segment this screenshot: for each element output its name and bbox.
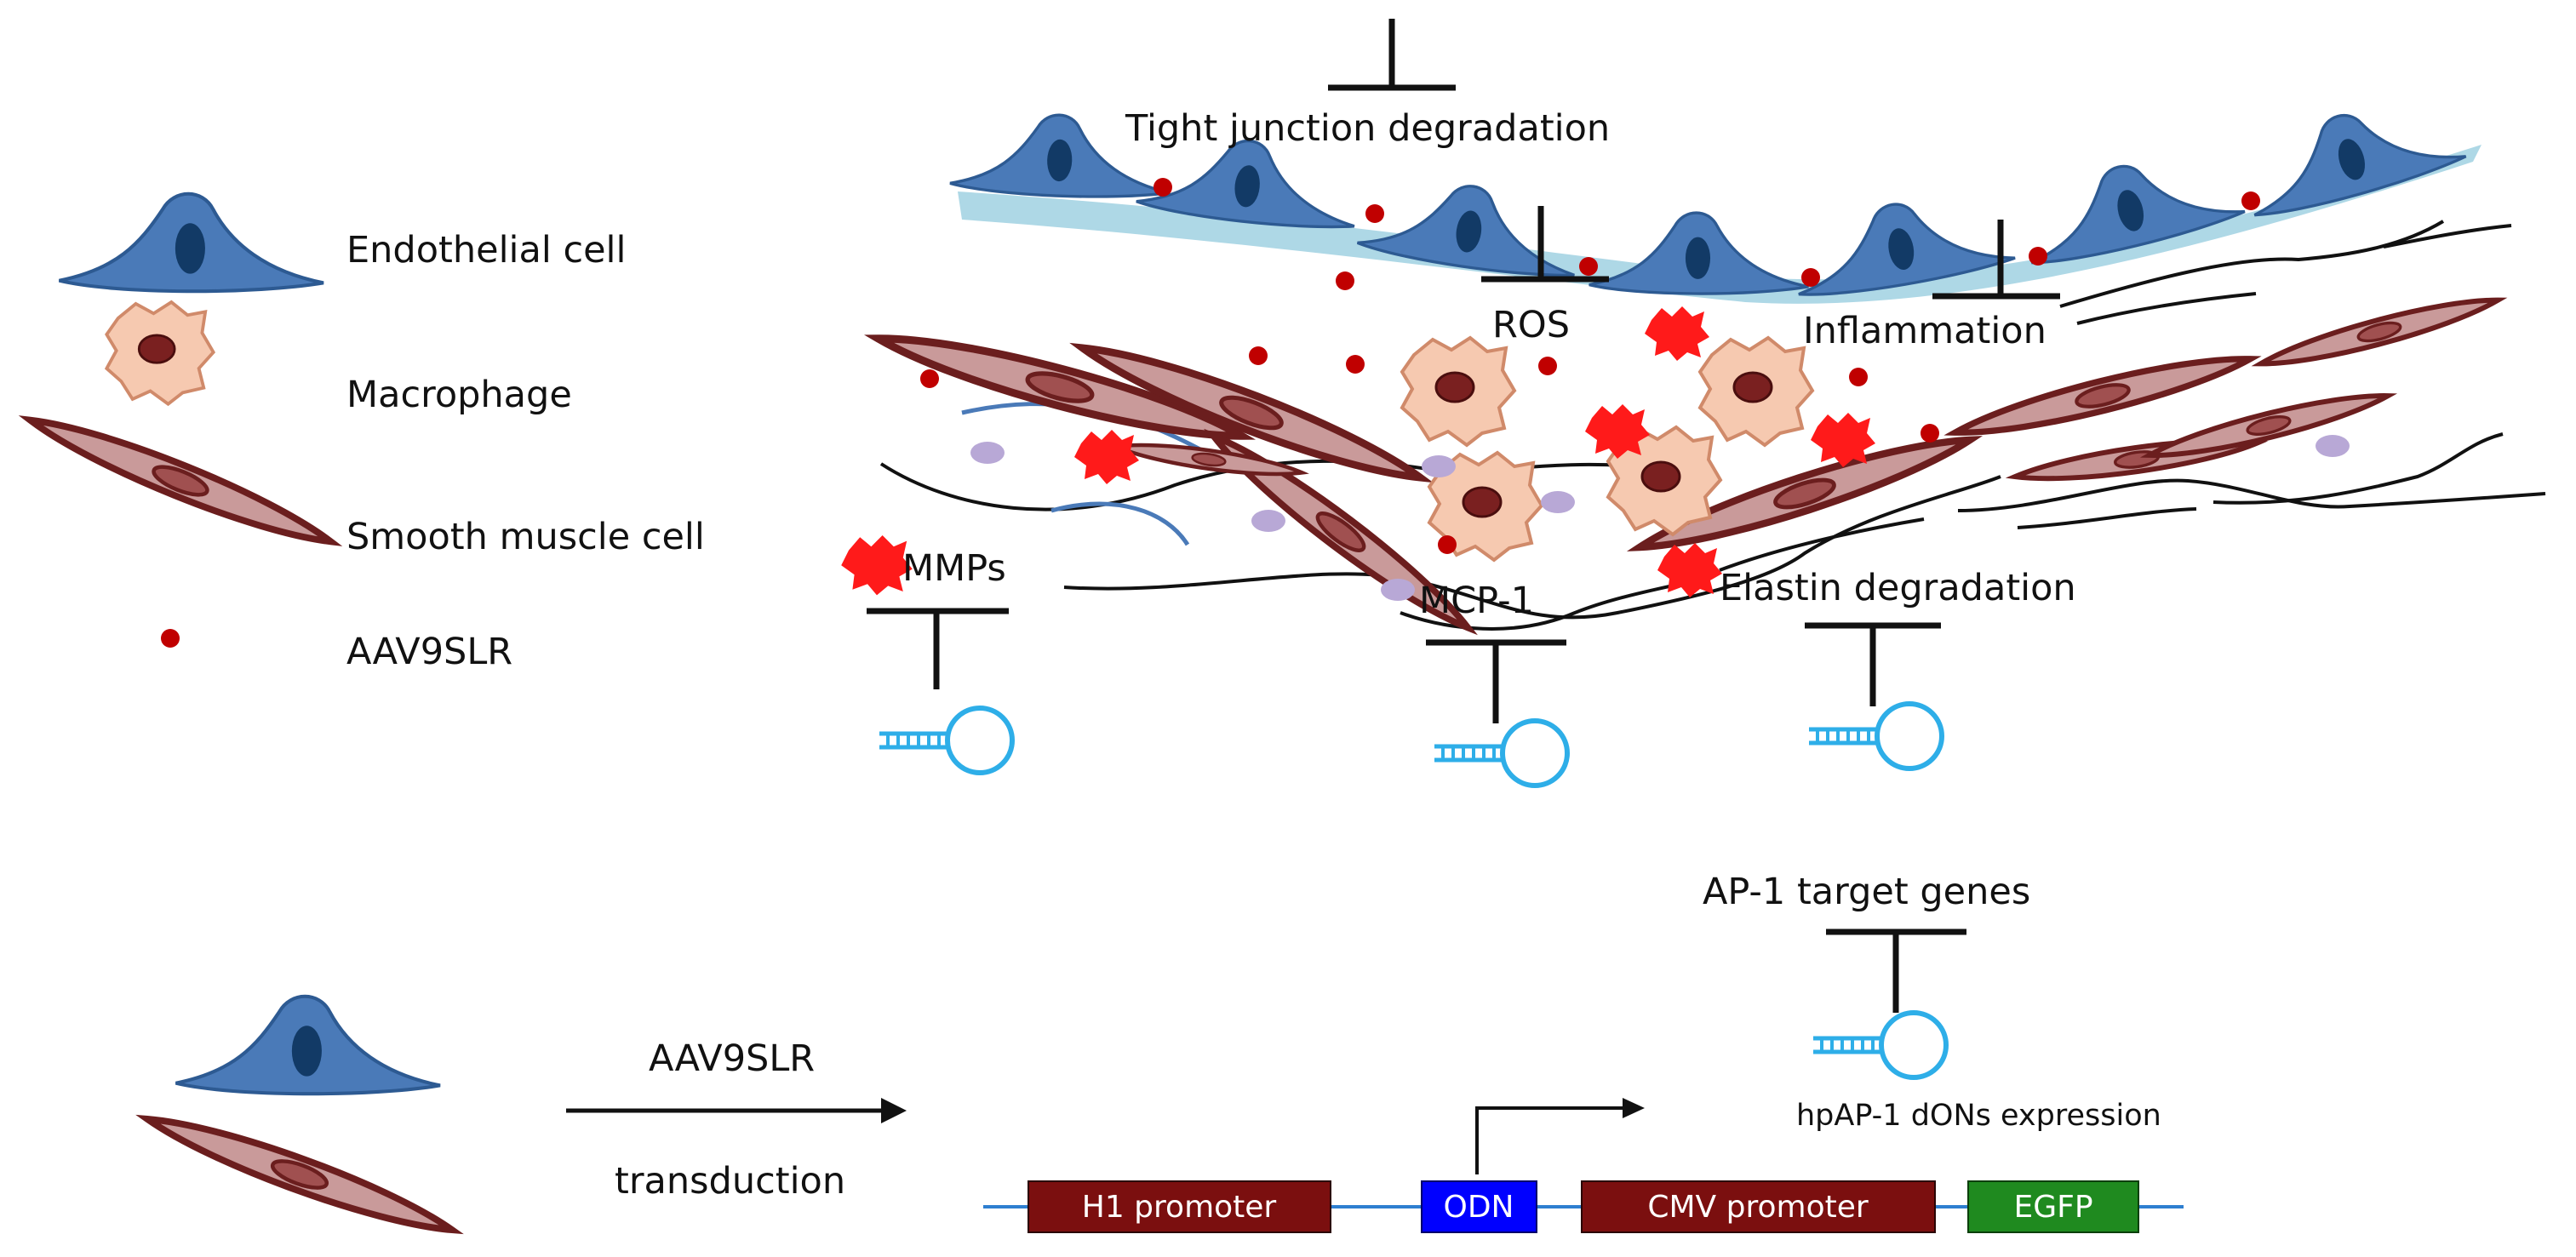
- transcription-start-arrow: [1475, 1106, 1626, 1174]
- legend-endothelial-label: Endothelial cell: [346, 229, 626, 271]
- hpap1-expression-label: hpAP-1 dONs expression: [1796, 1099, 2161, 1133]
- inflammation-label: Inflammation: [1803, 310, 2046, 352]
- odn-label: ODN: [1444, 1190, 1514, 1225]
- vessel-wall: [947, 83, 2482, 305]
- transduction-section: AAV9SLR transduction: [142, 997, 907, 1245]
- mcp1-label: MCP-1: [1419, 580, 1534, 622]
- legend-smooth-muscle-label: Smooth muscle cell: [346, 516, 705, 558]
- egfp-box: [1967, 1180, 2139, 1233]
- ros-label: ROS: [1492, 304, 1570, 346]
- cmv-promoter-label: CMV promoter: [1647, 1190, 1869, 1225]
- ap1-target-genes-label: AP-1 target genes: [1703, 871, 2030, 913]
- aav-particles: [920, 178, 2260, 554]
- legend: Endothelial cell Macrophage Smooth muscl…: [25, 194, 705, 673]
- tight-junction-label: Tight junction degradation: [1125, 107, 1610, 150]
- endothelial-cell: [1354, 169, 1587, 284]
- elastin-degradation-label: Elastin degradation: [1720, 567, 2076, 609]
- smooth-muscle-cell-icon: [25, 406, 337, 557]
- legend-aav-label: AAV9SLR: [346, 631, 512, 673]
- transcription-arrowhead: [1623, 1098, 1645, 1118]
- inhibition-markers: [867, 19, 2060, 1013]
- h1-promoter-box: [1028, 1180, 1331, 1233]
- endothelial-cell: [2233, 83, 2470, 226]
- hairpin-icon: [1813, 1013, 1946, 1077]
- h1-promoter-label: H1 promoter: [1082, 1190, 1277, 1225]
- hairpin-icon: [1434, 721, 1567, 786]
- hairpin-icon: [879, 708, 1012, 773]
- egfp-label: EGFP: [2013, 1190, 2092, 1225]
- cmv-promoter-box: [1581, 1180, 1936, 1233]
- legend-macrophage-label: Macrophage: [346, 374, 572, 416]
- smooth-muscle-cell-icon: [142, 1105, 457, 1245]
- endothelial-basement-layer: [958, 145, 2482, 304]
- aav-particle-icon: [161, 629, 180, 648]
- endothelial-cell-icon: [60, 194, 324, 291]
- transduction-arrowhead: [881, 1098, 907, 1123]
- odn-box: [1421, 1180, 1537, 1233]
- mcp1-particles: [970, 435, 2350, 601]
- endothelial-cell-icon: [176, 997, 441, 1094]
- macrophage-icon: [105, 300, 215, 406]
- mmps-label: MMPs: [902, 547, 1006, 590]
- aav9slr-arrow-label: AAV9SLR: [649, 1037, 815, 1080]
- transduction-label: transduction: [615, 1160, 845, 1203]
- vector-construct: H1 promoter ODN CMV promoter EGFP: [983, 1098, 2184, 1233]
- endothelial-cell: [1588, 211, 1811, 295]
- hairpin-icon: [1809, 704, 1942, 768]
